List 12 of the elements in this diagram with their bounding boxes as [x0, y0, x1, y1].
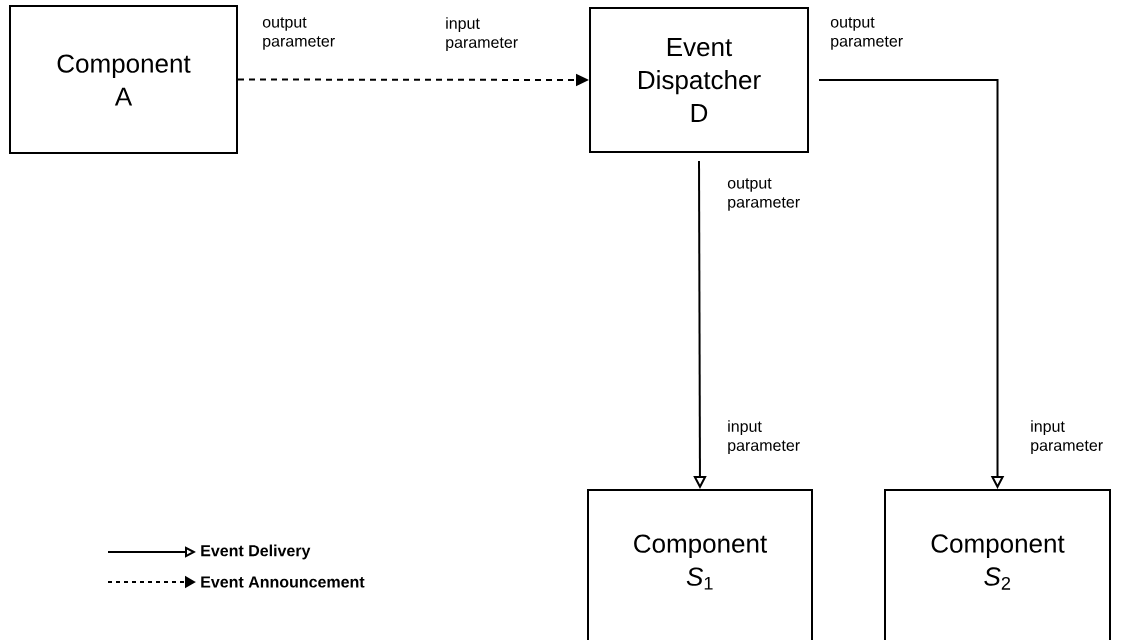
- parameter-label: output parameter: [727, 178, 800, 211]
- parameter-label: input parameter: [446, 17, 518, 52]
- parameter-label: input parameter: [1031, 420, 1103, 455]
- legend-label: Event Delivery: [201, 544, 311, 560]
- legend-label: Event Announcement: [201, 576, 365, 588]
- parameter-label: output parameter: [830, 17, 903, 50]
- component-box: Event Dispatcher D: [589, 7, 809, 153]
- component-box: Component A: [9, 5, 238, 154]
- parameter-label: output parameter: [262, 17, 335, 50]
- parameter-label: input parameter: [728, 420, 800, 455]
- component-box: Component S$_{2}$: [884, 489, 1111, 640]
- component-box: Component S$_{1}$: [587, 489, 813, 640]
